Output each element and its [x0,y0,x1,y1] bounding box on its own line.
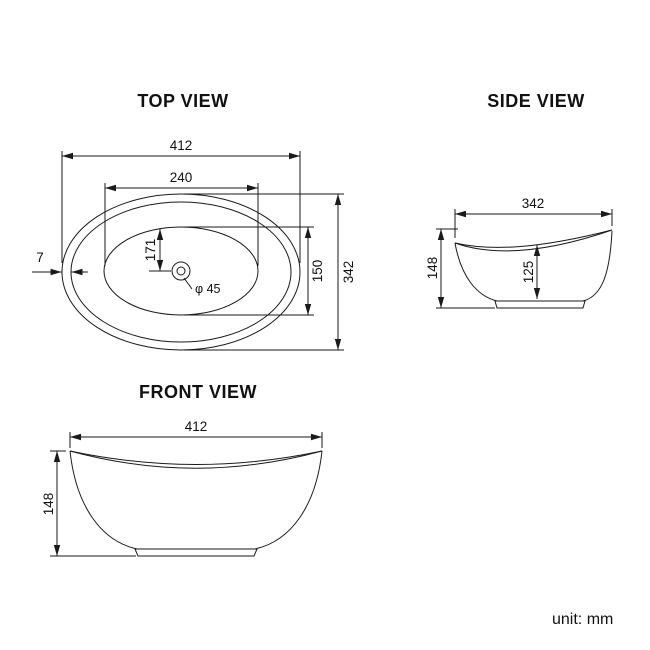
dim-label-side-125: 125 [521,261,536,284]
top-basin-ellipse [103,226,259,316]
dim-label-side-148: 148 [425,257,440,280]
front-rim-top-edge [69,450,323,465]
side-view: SIDE VIEW 342 148 [425,91,613,309]
dim-top-inner-length: 150 [184,226,325,316]
dim-label-top-7: 7 [36,250,44,265]
dim-label-drain-diameter: φ 45 [195,282,221,296]
front-bowl-right-side [254,450,323,550]
dim-label-top-171: 171 [143,239,158,262]
dim-top-outer-width: 412 [61,138,301,263]
top-inner-rim-ellipse [70,201,292,343]
dim-top-inner-width: 240 [104,170,259,266]
unit-label: unit: mm [552,611,613,628]
drain-diameter-callout: φ 45 [183,277,221,296]
dim-label-front-148: 148 [41,493,56,516]
top-view-title: TOP VIEW [137,91,228,111]
drain-hole-inner-circle [176,266,186,276]
side-base-foot [494,300,586,309]
front-base-foot [134,548,258,557]
front-view: FRONT VIEW 412 148 [41,382,323,557]
dim-label-top-240: 240 [170,170,193,185]
dim-label-top-150: 150 [310,260,325,283]
front-bowl-left-side [69,450,138,550]
dim-top-center-offset: 171 [143,229,171,272]
dim-label-top-412: 412 [170,138,193,153]
dim-front-width: 412 [69,419,323,448]
dim-side-inner-depth: 125 [521,245,541,299]
dim-label-side-342: 342 [522,196,545,211]
dim-side-width: 342 [454,196,613,238]
front-rim-bottom-edge [69,450,323,469]
dim-top-outer-length: 342 [184,193,356,351]
dim-top-rim-thickness: 7 [32,250,88,276]
side-rim-top-edge [454,229,613,248]
side-view-title: SIDE VIEW [487,91,585,111]
top-view: TOP VIEW 412 240 [32,91,356,351]
dim-side-height: 148 [425,228,495,309]
side-rim-bottom-edge [454,229,613,252]
dim-label-front-412: 412 [185,419,208,434]
drain-hole-circle [171,261,191,281]
dim-front-height: 148 [41,450,136,557]
front-view-title: FRONT VIEW [139,382,257,402]
dim-label-top-342: 342 [341,261,356,284]
top-outer-rim-ellipse [61,193,301,351]
